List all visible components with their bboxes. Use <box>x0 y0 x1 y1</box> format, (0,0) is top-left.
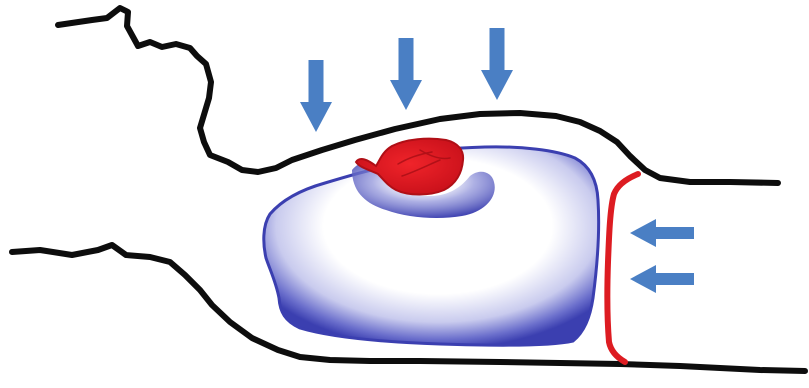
red-wall-line <box>607 174 638 362</box>
left-arrow-1 <box>630 219 694 247</box>
down-arrow-2 <box>390 38 422 110</box>
down-arrow-1 <box>300 60 332 132</box>
down-arrow-3 <box>481 28 513 100</box>
left-arrow-2 <box>630 265 694 293</box>
